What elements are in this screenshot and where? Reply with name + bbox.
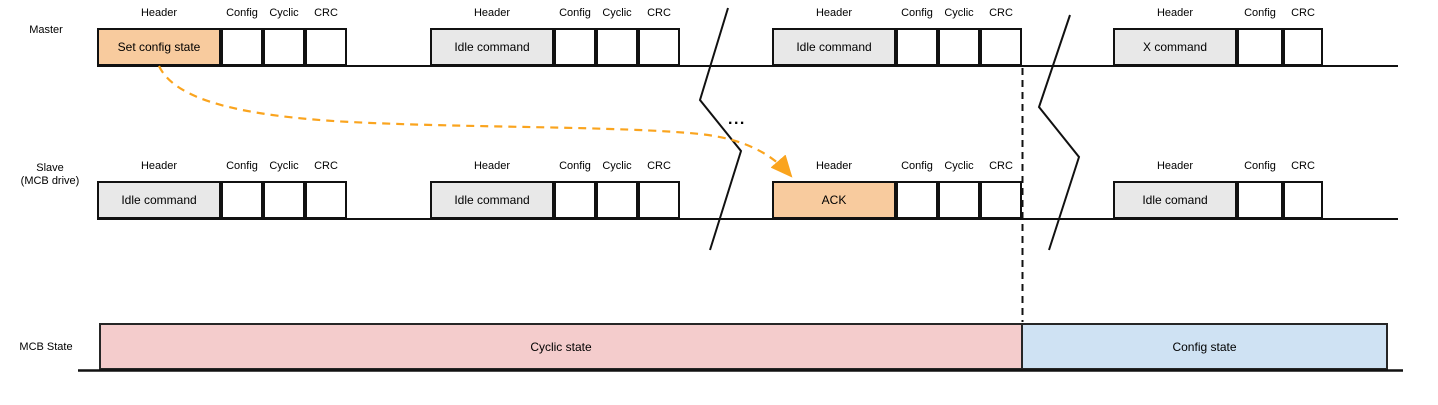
frame-crc-box <box>1283 28 1323 66</box>
frame-crc-box <box>1283 181 1323 219</box>
frame-cyclic-label: Cyclic <box>944 160 974 172</box>
frame-text: X command <box>1142 40 1208 54</box>
frame-crc-box <box>638 181 680 219</box>
frame-cyclic-box <box>596 181 638 219</box>
frame-header-box: X command <box>1113 28 1237 66</box>
frame-crc-box <box>305 28 347 66</box>
frame-crc-label: CRC <box>314 160 338 172</box>
frame-crc-box <box>980 28 1022 66</box>
frame-header-label: Header <box>815 7 853 19</box>
frame-header-label: Header <box>815 160 853 172</box>
frame-config-box <box>896 181 938 219</box>
frame-cyclic-label: Cyclic <box>269 7 299 19</box>
frame-config-label: Config <box>559 160 591 172</box>
frame-cyclic-box <box>263 28 305 66</box>
frame-crc-label: CRC <box>989 7 1013 19</box>
frame-cyclic-box <box>938 28 980 66</box>
frame-crc-label: CRC <box>647 160 671 172</box>
frame-config-box <box>221 181 263 219</box>
frame-crc-label: CRC <box>314 7 338 19</box>
frame-text: Idle command <box>454 40 530 54</box>
frame-crc-label: CRC <box>1291 160 1315 172</box>
frame-config-box <box>1237 181 1283 219</box>
frame-header-label: Header <box>140 7 178 19</box>
frame-crc-box <box>638 28 680 66</box>
frame-text: Idle comand <box>1142 193 1208 207</box>
config-state-label: Config state <box>1172 339 1237 354</box>
frame-cyclic-label: Cyclic <box>269 160 299 172</box>
frame-text: Idle command <box>121 193 197 207</box>
frame-header-box: Idle command <box>430 181 554 219</box>
mcb-state-row-label: MCB State <box>19 341 73 353</box>
frame-header-label: Header <box>473 160 511 172</box>
frame-cyclic-box <box>938 181 980 219</box>
frame-header-label: Header <box>140 160 178 172</box>
frame-header-box: ACK <box>772 181 896 219</box>
frame-crc-label: CRC <box>647 7 671 19</box>
frame-crc-label: CRC <box>1291 7 1315 19</box>
cyclic-state-label: Cyclic state <box>530 339 592 354</box>
frame-header-box: Set config state <box>97 28 221 66</box>
frame-config-label: Config <box>901 7 933 19</box>
frame-header-box: Idle command <box>772 28 896 66</box>
break-mark-left <box>698 7 743 251</box>
frame-header-label: Header <box>1156 160 1194 172</box>
frame-crc-box <box>305 181 347 219</box>
config-state-segment: Config state <box>1021 323 1388 370</box>
break-mark-right <box>1037 14 1081 251</box>
frame-header-box: Idle command <box>430 28 554 66</box>
frame-cyclic-box <box>263 181 305 219</box>
frame-header-label: Header <box>473 7 511 19</box>
frame-text: Set config state <box>117 40 201 54</box>
frame-header-box: Idle comand <box>1113 181 1237 219</box>
slave-row-label-line1: Slave <box>36 162 64 174</box>
frame-config-label: Config <box>901 160 933 172</box>
frame-config-box <box>896 28 938 66</box>
frame-config-label: Config <box>226 7 258 19</box>
frame-config-box <box>554 181 596 219</box>
frame-crc-box <box>980 181 1022 219</box>
frame-cyclic-label: Cyclic <box>944 7 974 19</box>
frame-header-box: Idle command <box>97 181 221 219</box>
slave-row-label-line2: (MCB drive) <box>20 175 80 187</box>
frame-text: ACK <box>821 193 847 207</box>
frame-cyclic-label: Cyclic <box>602 7 632 19</box>
ellipsis-label: ... <box>728 111 746 128</box>
frame-config-box <box>554 28 596 66</box>
frame-header-label: Header <box>1156 7 1194 19</box>
frame-cyclic-box <box>596 28 638 66</box>
cyclic-state-segment: Cyclic state <box>99 323 1023 370</box>
frame-config-box <box>221 28 263 66</box>
frame-config-label: Config <box>1244 160 1276 172</box>
frame-text: Idle command <box>796 40 872 54</box>
frame-config-label: Config <box>226 160 258 172</box>
frame-config-label: Config <box>1244 7 1276 19</box>
slave-row-label: Slave (MCB drive) <box>6 162 94 188</box>
frame-text: Idle command <box>454 193 530 207</box>
frame-config-box <box>1237 28 1283 66</box>
frame-cyclic-label: Cyclic <box>602 160 632 172</box>
frame-config-label: Config <box>559 7 591 19</box>
frame-crc-label: CRC <box>989 160 1013 172</box>
master-row-label: Master <box>29 24 63 36</box>
